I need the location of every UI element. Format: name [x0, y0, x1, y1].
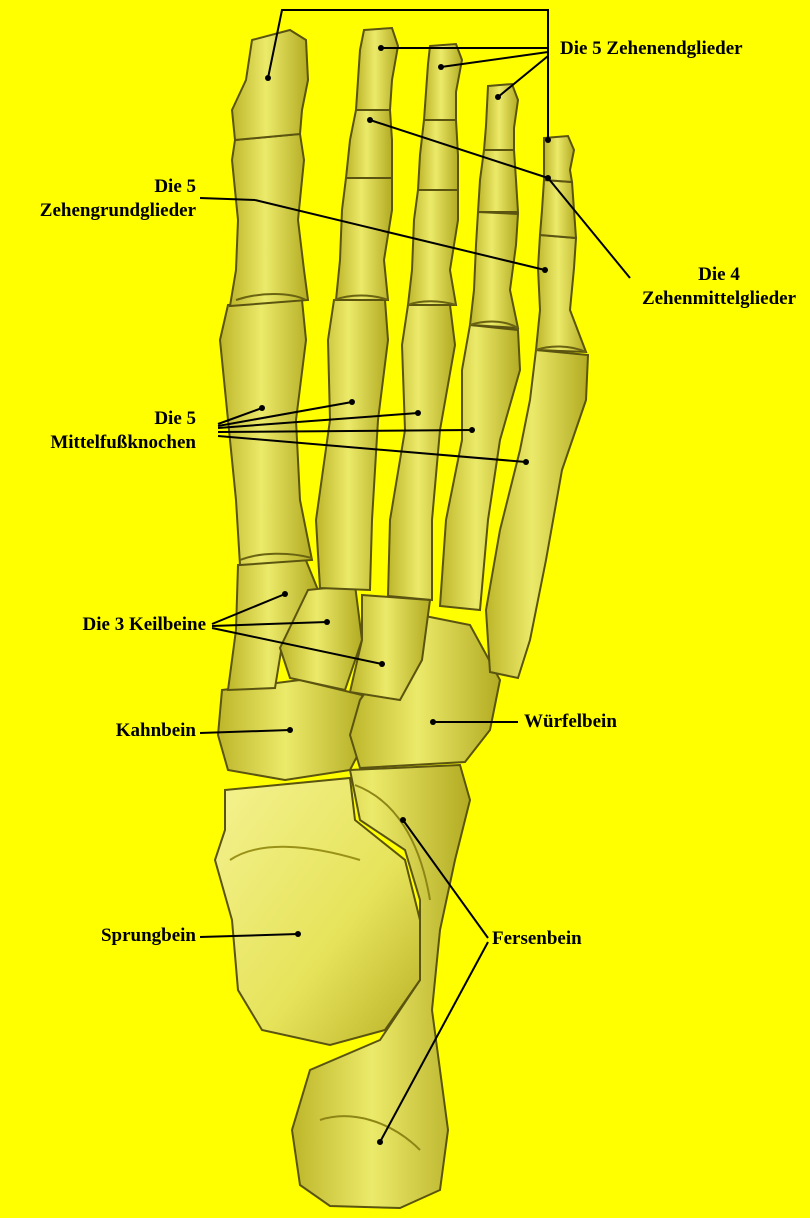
label-navicular: Kahnbein — [0, 720, 196, 742]
label-toe-middle-phalanges-line1: Die 4 — [628, 264, 810, 286]
label-toe-middle-phalanges-line2: Zehenmittelglieder — [628, 288, 810, 310]
label-cuneiforms: Die 3 Keilbeine — [0, 614, 206, 636]
label-toe-base-phalanges-line2: Zehengrundglieder — [0, 200, 196, 222]
label-cuboid: Würfelbein — [524, 711, 617, 733]
proximal-phalanx-1-bone — [230, 134, 308, 306]
middle-phalanx-4-bone — [478, 150, 518, 212]
distal-phalanx-1-bone — [232, 30, 308, 140]
distal-phalanx-2-bone — [356, 28, 398, 110]
proximal-phalanx-5-bone — [536, 235, 586, 352]
proximal-phalanx-4-bone — [470, 212, 518, 328]
middle-phalanx-3-bone — [418, 120, 458, 190]
label-toe-end-phalanges: Die 5 Zehenendglieder — [560, 38, 743, 60]
label-metatarsals-line1: Die 5 — [0, 408, 196, 430]
proximal-phalanx-2-bone — [336, 178, 392, 300]
label-toe-base-phalanges-line1: Die 5 — [0, 176, 196, 198]
label-calcaneus: Fersenbein — [492, 928, 582, 950]
distal-phalanx-3-bone — [424, 44, 462, 120]
label-talus: Sprungbein — [0, 925, 196, 947]
label-metatarsals-line2: Mittelfußknochen — [0, 432, 196, 454]
